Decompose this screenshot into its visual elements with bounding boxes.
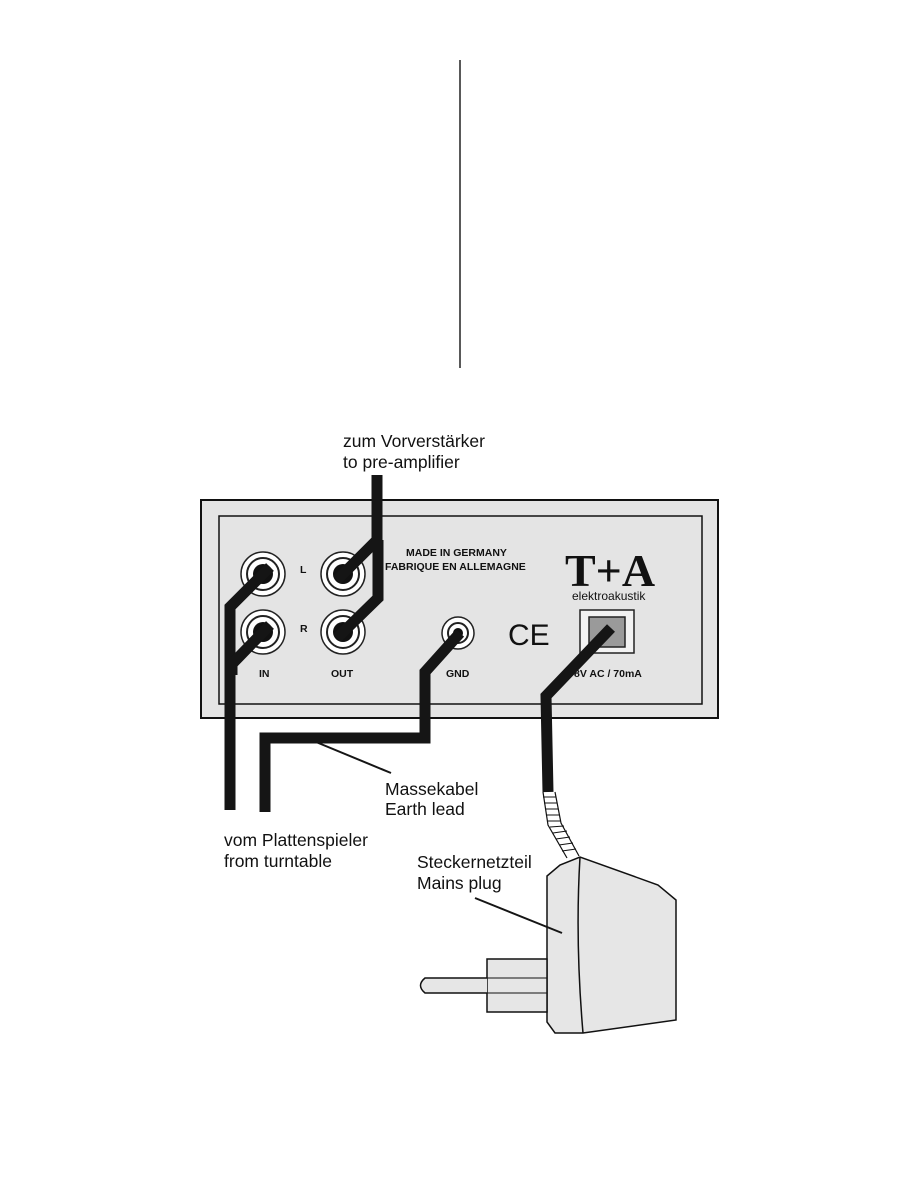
mains-leader [474,897,563,934]
brand-subtitle: elektroakustik [572,589,646,603]
in-label: IN [259,668,270,680]
turntable-label-en: from turntable [224,851,332,871]
mains-label-de: Steckernetzteil [417,852,532,872]
turntable-label-de: vom Plattenspieler [224,830,368,850]
mains-cord [542,791,580,859]
mains-label-en: Mains plug [417,873,502,893]
preamp-label-de: zum Vorverstärker [343,431,485,451]
made-in-label: MADE IN GERMANY [406,547,507,559]
cable-in-left [224,563,274,810]
power-rating-label: 8V AC / 70mA [574,668,642,680]
gnd-label: GND [446,668,470,680]
earth-label-en: Earth lead [385,799,465,819]
cable-out-right [333,540,384,642]
cable-in-right [226,621,274,675]
mains-adapter [419,856,677,1034]
mains-cable [540,624,615,793]
brand-logo: T+A [565,545,655,596]
out-label: OUT [331,668,354,680]
earth-label-de: Massekabel [385,779,478,799]
earth-cable [259,629,465,812]
rear-panel [200,499,719,719]
ce-mark: CE [508,619,550,652]
fabrique-label: FABRIQUE EN ALLEMAGNE [385,561,526,573]
preamp-label-en: to pre-amplifier [343,452,460,472]
channel-right-label: R [300,623,308,635]
earth-leader [315,741,392,774]
channel-left-label: L [300,564,307,576]
